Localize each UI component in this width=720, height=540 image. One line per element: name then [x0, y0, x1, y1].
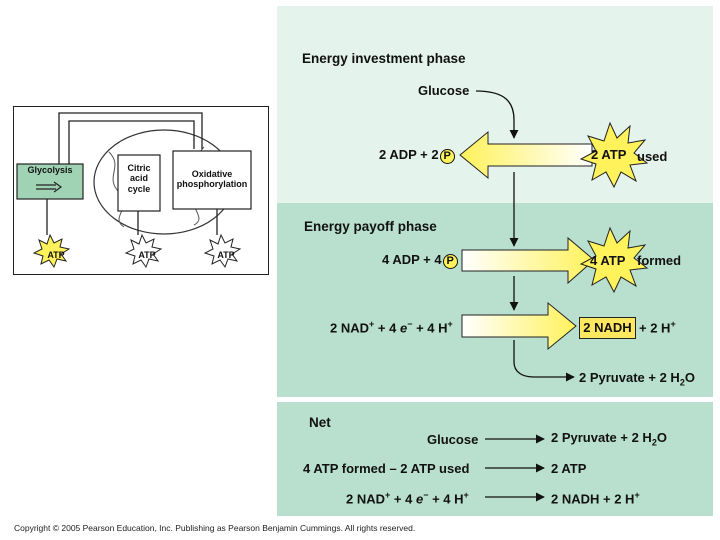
inset-atp-label-3: ATP: [217, 250, 235, 260]
citric-box: [117, 154, 161, 212]
inset-atp-label-2: ATP: [138, 250, 156, 260]
inset-graphics: [16, 112, 252, 269]
inset-atp-star-1: [32, 233, 71, 269]
net-row2-left: 4 ATP formed – 2 ATP used: [303, 461, 470, 476]
copyright-notice: Copyright © 2005 Pearson Education, Inc.…: [14, 523, 416, 533]
investment-used-label: used: [637, 149, 668, 164]
energy-payoff-panel: [277, 203, 713, 397]
payoff-atp-star-label: 4 ATP: [590, 253, 626, 268]
investment-phase-title: Energy investment phase: [302, 51, 466, 66]
nadh-box: 2 NADH: [579, 317, 636, 339]
inset-feedback-line-1: [58, 112, 203, 165]
atp-star-investment: [579, 121, 649, 189]
energy-investment-panel: [277, 6, 713, 203]
net-row2-right: 2 ATP: [551, 461, 587, 476]
pyruvate-label: 2 Pyruvate + 2 H2O: [579, 370, 695, 388]
oxidative-box: [172, 150, 252, 210]
payoff-formed-label: formed: [637, 253, 682, 268]
citric-acid-cycle-label: Citric acid cycle: [127, 163, 151, 194]
net-row3-right: 2 NADH + 2 H+: [551, 490, 640, 507]
phosphate-circle: P: [442, 254, 458, 269]
investment-arrow: [459, 130, 593, 180]
glycolysis-label: Glycolysis: [27, 165, 73, 175]
pyruvate-flow-line: [513, 340, 575, 382]
inset-atp-star-3: [203, 233, 242, 269]
net-row3-left: 2 NAD+ + 4 e− + 4 H+: [346, 490, 469, 507]
nad-reactants-label: 2 NAD+ + 4 e− + 4 H+: [330, 319, 453, 336]
oxidative-phosphorylation-label: Oxidative phosphorylation: [176, 169, 248, 190]
nad-arrow: [461, 301, 577, 351]
payoff-atp-arrow: [461, 236, 595, 285]
payoff-phase-title: Energy payoff phase: [304, 219, 437, 234]
net-row1-left: Glucose: [427, 432, 479, 447]
glucose-label: Glucose: [418, 83, 470, 98]
net-row1-right: 2 Pyruvate + 2 H2O: [551, 430, 667, 448]
glucose-flow-line: [475, 90, 519, 139]
double-arrow-icon: [36, 181, 63, 193]
investment-atp-star-label: 2 ATP: [591, 147, 627, 162]
net-title: Net: [309, 415, 331, 430]
inset-atp-star-2: [124, 233, 163, 269]
atp-star-payoff: [579, 226, 649, 294]
phosphate-circle: P: [439, 149, 455, 164]
inset-atp-label-1: ATP: [47, 250, 65, 260]
respiration-overview-inset: Glycolysis Citric acid cycle Oxidative p…: [13, 106, 269, 275]
inset-feedback-line-2: [68, 120, 195, 165]
nadh-proton-label: + 2 H+: [639, 319, 676, 336]
glycolysis-box: [16, 163, 84, 200]
